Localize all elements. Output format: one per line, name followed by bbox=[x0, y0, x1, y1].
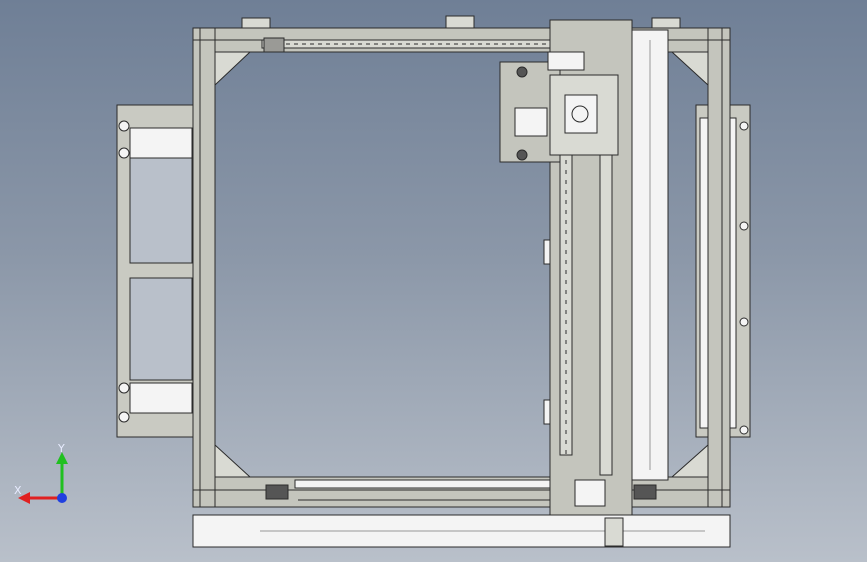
y-arrowhead-icon bbox=[56, 452, 68, 464]
x-axis-label: X bbox=[14, 484, 22, 497]
left-side-bracket bbox=[116, 104, 200, 438]
cable-drag-chain bbox=[631, 29, 669, 481]
y-axis-label: Y bbox=[57, 442, 65, 455]
x-arrowhead-icon bbox=[18, 492, 30, 504]
z-axis-dot-icon bbox=[57, 493, 67, 503]
orientation-triad[interactable]: Y X bbox=[12, 440, 82, 510]
bottom-cable-chain bbox=[192, 514, 731, 548]
carriage-plate bbox=[499, 51, 619, 163]
